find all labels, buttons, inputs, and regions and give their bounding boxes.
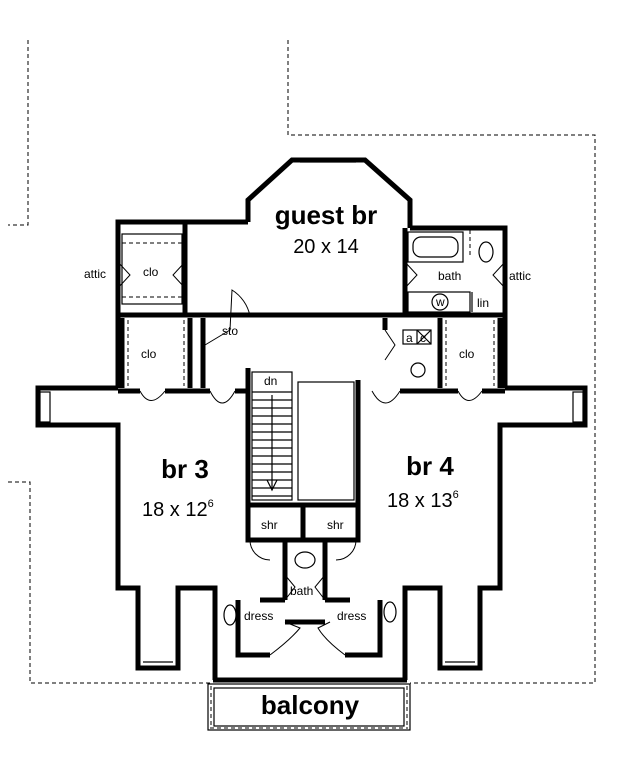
exterior-walls	[35, 157, 588, 683]
br4-dims: 18 x 136	[387, 489, 459, 512]
dress-left-label: dress	[244, 609, 273, 623]
bath-fixtures	[223, 231, 494, 626]
bath-center-label: bath	[290, 584, 313, 598]
br3-dims-sup: 6	[208, 498, 214, 510]
wing-windows	[39, 161, 584, 663]
washer-label: w	[435, 295, 445, 309]
br4-name: br 4	[406, 451, 454, 481]
clo-mid-right-label: clo	[459, 347, 475, 361]
br4-dims-base: 18 x 13	[387, 490, 453, 512]
washer-icon	[431, 293, 449, 311]
door-swings	[117, 261, 506, 656]
balcony-name: balcony	[261, 690, 360, 720]
clo-mid-left-label: clo	[141, 347, 157, 361]
shower-left-label: shr	[261, 518, 278, 532]
dress-right-label: dress	[337, 609, 366, 623]
closet-shelves	[121, 230, 495, 386]
storage-label: sto	[222, 324, 238, 338]
staircase	[251, 371, 355, 501]
br3-dims-base: 18 x 12	[142, 499, 208, 521]
shower-right-label: shr	[327, 518, 344, 532]
attic-right-label: attic	[509, 269, 531, 283]
br3-dims: 18 x 126	[142, 498, 214, 521]
bath-top-label: bath	[438, 269, 461, 283]
guest-br-name: guest br	[275, 200, 378, 230]
clo-top-left-label: clo	[143, 265, 159, 279]
br3-name: br 3	[161, 454, 209, 484]
ac-a-label: a	[406, 331, 413, 345]
roof-outline	[8, 40, 596, 684]
guest-br-dims: 20 x 14	[293, 236, 359, 258]
attic-left-label: attic	[84, 267, 106, 281]
br4-dims-sup: 6	[453, 489, 459, 501]
ac-c-label: c	[420, 331, 426, 345]
stairs-down-label: dn	[264, 374, 277, 388]
linen-label: lin	[477, 296, 489, 310]
interior-walls	[118, 222, 505, 658]
balcony-rail	[207, 683, 411, 731]
